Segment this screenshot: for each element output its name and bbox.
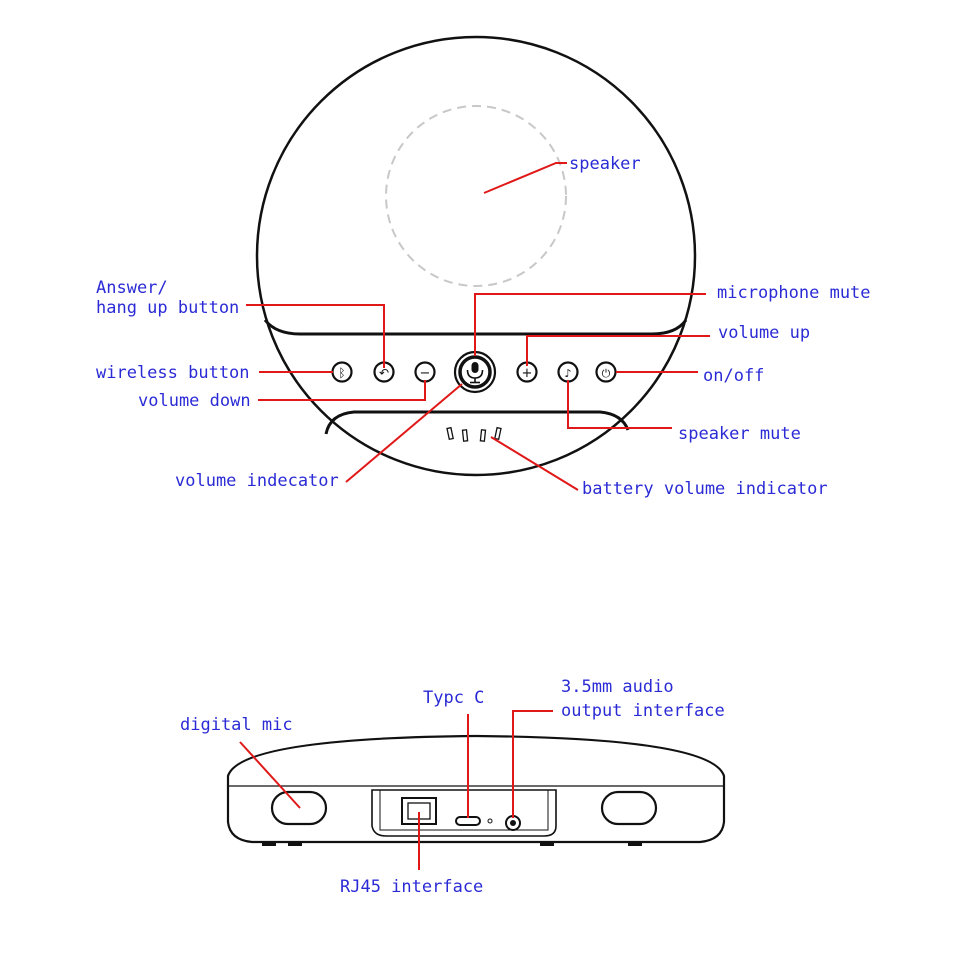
leader-battery-indicator — [490, 436, 579, 491]
side-view: digital mic Typc C 3.5mm audio output in… — [180, 677, 726, 897]
digital-mic-right — [600, 790, 658, 826]
label-speaker-mute: speaker mute — [678, 424, 801, 444]
label-rj45: RJ45 interface — [340, 877, 483, 897]
label-volume-up: volume up — [718, 323, 810, 343]
status-dot — [487, 818, 493, 824]
control-band-lower-edge — [324, 410, 630, 435]
foot-left-2 — [288, 842, 302, 846]
leader-volume-indicator — [345, 383, 463, 483]
top-view: ᛒ ↶ − + ♪ ⏻ — [96, 35, 871, 499]
foot-left-1 — [262, 842, 276, 846]
label-digital-mic: digital mic — [180, 715, 293, 735]
usb-c-port[interactable] — [455, 816, 481, 826]
label-on-off: on/off — [703, 366, 764, 386]
port-recess — [371, 789, 557, 837]
label-battery-indicator: battery volume indicator — [582, 479, 828, 499]
plus-icon: + — [522, 366, 533, 381]
foot-right-2 — [628, 842, 642, 846]
audio-jack-port[interactable] — [505, 815, 521, 831]
wireless-button[interactable]: ᛒ — [331, 361, 353, 383]
speaker-mute-icon: ♪ — [564, 367, 571, 380]
device-body-side — [226, 734, 726, 844]
leader-volume-up — [526, 335, 710, 366]
leader-volume-down — [258, 380, 426, 401]
battery-indicator-leds — [446, 426, 502, 442]
foot-right-1 — [540, 842, 554, 846]
bluetooth-icon: ᛒ — [338, 366, 345, 380]
microphone-icon — [466, 362, 484, 384]
top-leader-lines — [246, 162, 710, 491]
device-body-top — [255, 35, 697, 477]
leader-audio — [512, 710, 553, 818]
label-wireless-button: wireless button — [96, 363, 250, 383]
speaker-mute-button[interactable]: ♪ — [557, 361, 579, 383]
leader-answer — [246, 304, 385, 368]
label-answer-line2: hang up button — [96, 298, 239, 318]
volume-down-button[interactable]: − — [414, 361, 436, 383]
minus-icon: − — [420, 366, 431, 381]
label-microphone-mute: microphone mute — [717, 283, 871, 303]
label-answer-line1: Answer/ — [96, 278, 168, 298]
leader-microphone-mute — [474, 293, 706, 356]
label-type-c: Typc C — [423, 688, 484, 708]
leader-digital-mic — [239, 741, 301, 809]
label-volume-indicator: volume indecator — [175, 471, 339, 491]
power-button[interactable]: ⏻ — [595, 361, 617, 383]
leader-speaker — [483, 162, 567, 194]
label-speaker: speaker — [569, 154, 641, 174]
label-audio-line1: 3.5mm audio — [561, 677, 674, 697]
label-volume-down: volume down — [138, 391, 251, 411]
power-icon: ⏻ — [602, 367, 611, 380]
label-audio-line2: output interface — [561, 701, 725, 721]
port-recess-inner — [379, 789, 549, 831]
speaker-grille — [385, 105, 567, 287]
leader-speaker-mute — [567, 380, 672, 429]
phone-icon: ↶ — [379, 366, 389, 380]
side-leader-lines — [239, 710, 553, 870]
digital-mic-left — [270, 790, 328, 826]
